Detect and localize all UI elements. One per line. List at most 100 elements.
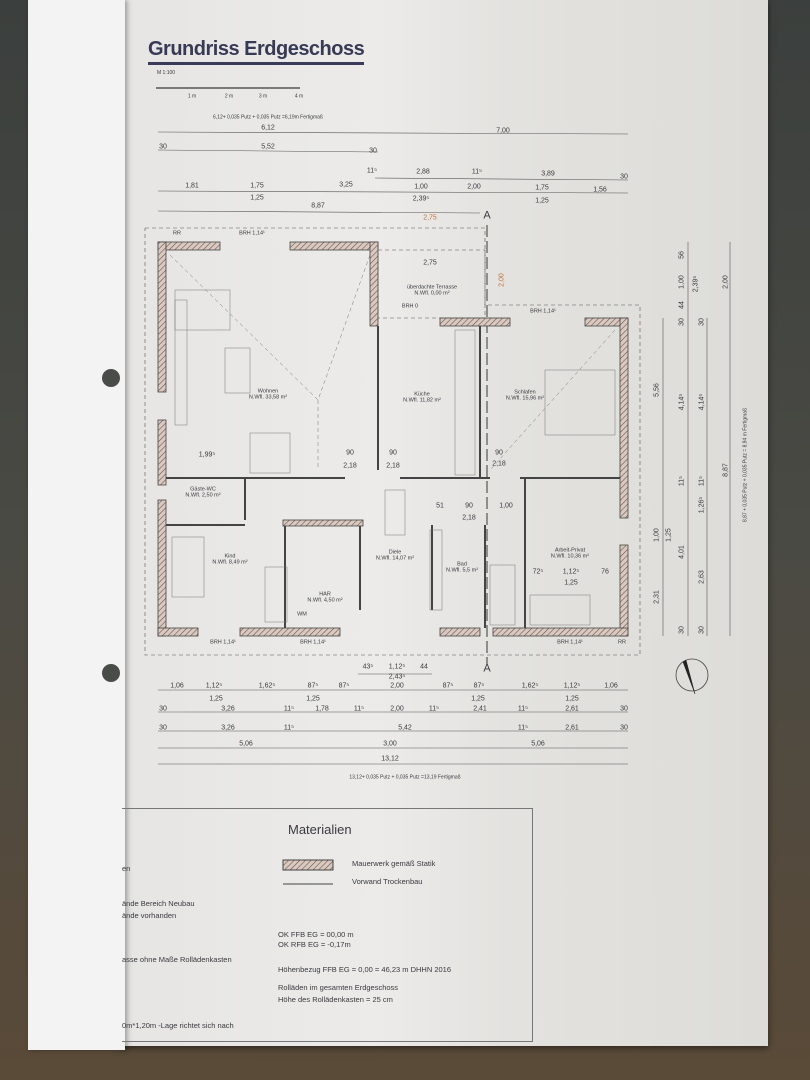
plan-label: BRH 1,14¹ [239, 230, 265, 237]
dim: 11⁵ [353, 705, 365, 713]
dim: 6,12 [261, 124, 275, 132]
dim: 2,39⁵ [692, 275, 700, 293]
plan-label: 2,00 [498, 273, 506, 287]
dim: 1,06 [170, 682, 184, 690]
dim: 3,00 [383, 740, 397, 748]
dim: 30 [159, 724, 167, 732]
dim: 44 [420, 663, 428, 671]
dim: 1,62⁵ [258, 682, 276, 690]
dim: 11⁵ [283, 705, 295, 713]
north-arrow [675, 658, 709, 692]
dim: 1,62⁵ [521, 682, 539, 690]
dim: 2,88 [416, 168, 430, 176]
plan-label: 1,12⁵ [562, 568, 580, 576]
dim: 1,78 [315, 705, 329, 713]
plan-label: 90 [389, 449, 397, 457]
left-fragment: ände vorhanden [122, 911, 177, 920]
plan-label: 2,18 [462, 514, 476, 522]
plan-label: BRH 1,14¹ [210, 639, 236, 646]
dim: 30 [620, 724, 628, 732]
dim: 2,00 [722, 275, 730, 289]
punch-hole [102, 664, 120, 682]
dim: 11⁵ [471, 168, 483, 176]
plan-label: 2,18 [386, 462, 400, 470]
dim: 3,25 [339, 181, 353, 189]
dim: 7,00 [496, 127, 510, 135]
plan-label: RR [173, 230, 181, 237]
top-note: 6,12+ 0,035 Putz + 0,035 Putz =6,19m Fer… [213, 114, 323, 121]
dim: 3,26 [221, 705, 235, 713]
left-fragment: asse ohne Maße Rollädenkasten [122, 955, 232, 964]
dim: 30 [620, 705, 628, 713]
dim: 3,26 [221, 724, 235, 732]
dim: 5,52 [261, 143, 275, 151]
dim: 13,12 [381, 755, 399, 763]
folded-paper-strip [28, 0, 125, 1050]
dim: 1,12⁵ [388, 663, 406, 671]
dim: 5,06 [239, 740, 253, 748]
dim: 2,63 [698, 570, 706, 584]
dim: 5,56 [653, 383, 661, 397]
dim: 11⁵ [428, 705, 440, 713]
scale-tick: 2 m [224, 93, 234, 100]
left-fragment: en [122, 864, 131, 873]
page-title: Grundriss Erdgeschoss [148, 38, 365, 65]
scale-tick: 4 m [294, 93, 304, 100]
dim: 3,89 [541, 170, 555, 178]
scale-tick: 3 m [258, 93, 268, 100]
ok-rfb: OK RFB EG = -0,17m [278, 940, 351, 949]
dim: 87⁵ [473, 682, 485, 690]
dim: 87⁵ [307, 682, 319, 690]
dim: 30 [678, 318, 686, 326]
dim: 30 [620, 173, 628, 181]
plan-label: BRH 1,14¹ [530, 308, 556, 315]
dim: 30 [159, 143, 167, 151]
dim: 1,00 [414, 183, 428, 191]
dim: 1,06 [604, 682, 618, 690]
plan-label: 72⁵ [532, 568, 544, 576]
plan-label: 1,00 [499, 502, 513, 510]
dim: 44 [678, 301, 686, 309]
rollaeden-note: Rolläden im gesamten Erdgeschoss [278, 983, 399, 992]
dim: 43⁵ [362, 663, 374, 671]
legend-item-drywall: Vorwand Trockenbau [352, 877, 423, 886]
plan-label: BRH 1,14¹ [300, 639, 326, 646]
hoehenbezug: Höhenbezug FFB EG = 0,00 = 46,23 m DHHN … [278, 965, 452, 974]
dim: 4,01 [678, 545, 686, 559]
plan-label: WM [297, 611, 307, 618]
legend-item-masonry: Mauerwerk gemäß Statik [352, 859, 436, 868]
dim: 1,25 [306, 695, 320, 703]
dim: 8,87 [311, 202, 325, 210]
dim: 2,00 [390, 682, 404, 690]
dim: 2,00 [467, 183, 481, 191]
dim: 2,43⁵ [388, 673, 406, 681]
plan-label: RR [618, 639, 626, 646]
plan-label: 90 [495, 449, 503, 457]
section-marker-top: A [483, 209, 491, 222]
dim: 1,25 [565, 695, 579, 703]
dim: 30 [698, 318, 706, 326]
dim: 1,25 [471, 695, 485, 703]
masonry-legend-swatch [282, 859, 334, 871]
section-marker-bottom: A [483, 662, 491, 675]
left-fragment: 0m*1,20m -Lage richtet sich nach [122, 1021, 234, 1030]
dim: 8,87 [722, 463, 730, 477]
dim: 5,06 [531, 740, 545, 748]
dim: 1,75 [250, 182, 264, 190]
dim: 11⁵ [366, 167, 378, 175]
plan-label: 2,75 [423, 259, 437, 267]
dim: 11⁵ [517, 705, 529, 713]
dim: 4,14⁵ [678, 393, 686, 411]
scale-label: M 1:100 [157, 70, 176, 76]
plan-label: 90 [346, 449, 354, 457]
plan-label: BRH 1,14¹ [557, 639, 583, 646]
dim: 1,00 [678, 275, 686, 289]
plan-label: 1,99⁵ [198, 451, 216, 459]
masonry-walls [157, 241, 629, 637]
dim: 1,12⁵ [205, 682, 223, 690]
dim: 4,14⁵ [698, 393, 706, 411]
